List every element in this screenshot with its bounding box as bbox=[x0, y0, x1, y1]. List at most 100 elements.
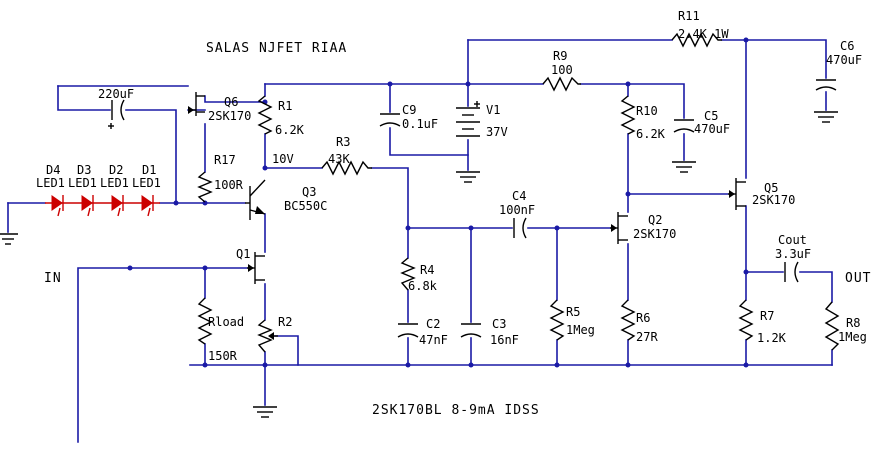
battery-v1 bbox=[456, 101, 480, 137]
ground-v1 bbox=[456, 171, 480, 183]
rload-value: 150R bbox=[208, 349, 238, 363]
c6-value: 470uF bbox=[826, 53, 862, 67]
c5-value: 470uF bbox=[694, 122, 730, 136]
r6-name: R6 bbox=[636, 311, 650, 325]
led-d4 bbox=[51, 195, 64, 217]
wires bbox=[7, 39, 833, 443]
resistor-r1 bbox=[257, 95, 273, 135]
capacitor-cout bbox=[784, 261, 799, 283]
ground-main bbox=[253, 406, 277, 418]
r1-name: R1 bbox=[278, 99, 292, 113]
d4-name: D4 bbox=[46, 163, 60, 177]
d1-name: D1 bbox=[142, 163, 156, 177]
q2-name: Q2 bbox=[648, 213, 662, 227]
resistor-r6 bbox=[620, 299, 636, 341]
led-d2 bbox=[111, 195, 124, 217]
resistor-r8 bbox=[824, 301, 840, 351]
jfet-q2 bbox=[610, 212, 628, 244]
resistor-rload bbox=[197, 297, 213, 345]
c3-value: 16nF bbox=[490, 333, 519, 347]
r7-value: 1.2K bbox=[757, 331, 787, 345]
ground-leds bbox=[0, 233, 18, 245]
r17-value: 100R bbox=[214, 178, 244, 192]
c9-name: C9 bbox=[402, 103, 416, 117]
resistor-r5 bbox=[549, 299, 565, 341]
d1-value: LED1 bbox=[132, 176, 161, 190]
led-chain bbox=[45, 195, 160, 217]
r9-name: R9 bbox=[553, 49, 567, 63]
r8-name: R8 bbox=[846, 316, 860, 330]
schematic-title: SALAS NJFET RIAA bbox=[206, 41, 347, 56]
d4-value: LED1 bbox=[36, 176, 65, 190]
bjt-q3 bbox=[245, 179, 266, 220]
r6-value: 27R bbox=[636, 330, 658, 344]
q1-name: Q1 bbox=[236, 247, 250, 261]
capacitor-c3 bbox=[460, 323, 482, 338]
ground-c5 bbox=[672, 161, 696, 173]
capacitor-c5 bbox=[673, 119, 695, 133]
v1-name: V1 bbox=[486, 103, 500, 117]
resistor-r9 bbox=[542, 76, 581, 92]
r11-value: 2.4K 1W bbox=[678, 27, 729, 41]
resistor-r17 bbox=[197, 171, 213, 203]
q2-value: 2SK170 bbox=[633, 227, 676, 241]
capacitor-c4 bbox=[513, 217, 527, 239]
r5-name: R5 bbox=[566, 305, 580, 319]
schematic-footer-note: 2SK170BL 8-9mA IDSS bbox=[372, 403, 540, 418]
q3-value: BC550C bbox=[284, 199, 327, 213]
resistor-r4 bbox=[400, 257, 416, 291]
c9-value: 0.1uF bbox=[402, 117, 438, 131]
r17-name: R17 bbox=[214, 153, 236, 167]
c2-value: 47nF bbox=[419, 333, 448, 347]
ground-c6 bbox=[814, 111, 838, 123]
resistor-r11 bbox=[671, 32, 722, 48]
c6-name: C6 bbox=[840, 39, 854, 53]
jfet-q6 bbox=[188, 92, 205, 116]
r4-value: 6.8k bbox=[408, 279, 438, 293]
d3-name: D3 bbox=[77, 163, 91, 177]
r10-name: R10 bbox=[636, 104, 658, 118]
cin-value: 220uF bbox=[98, 87, 134, 101]
led-d1 bbox=[141, 195, 154, 217]
v1-value: 37V bbox=[486, 125, 508, 139]
rload-name: Rload bbox=[208, 315, 244, 329]
d2-name: D2 bbox=[109, 163, 123, 177]
q5-value: 2SK170 bbox=[752, 193, 795, 207]
led-d3 bbox=[81, 195, 94, 217]
q5-name: Q5 bbox=[764, 181, 778, 195]
r3-name: R3 bbox=[336, 135, 350, 149]
resistor-r7 bbox=[738, 299, 754, 341]
r2-name: R2 bbox=[278, 315, 292, 329]
c2-name: C2 bbox=[426, 317, 440, 331]
d2-value: LED1 bbox=[100, 176, 129, 190]
capacitor-c9 bbox=[379, 113, 401, 127]
r4-name: R4 bbox=[420, 263, 434, 277]
potentiometer-r2 bbox=[257, 319, 278, 353]
q6-name: Q6 bbox=[224, 95, 238, 109]
r5-value: 1Meg bbox=[566, 323, 595, 337]
r11-name: R11 bbox=[678, 9, 700, 23]
capacitor-c2 bbox=[397, 323, 419, 338]
c3-name: C3 bbox=[492, 317, 506, 331]
c4-value: 100nF bbox=[499, 203, 535, 217]
c5-name: C5 bbox=[704, 109, 718, 123]
resistor-r3 bbox=[321, 160, 372, 176]
output-label: OUT bbox=[845, 271, 871, 286]
jfet-q5 bbox=[728, 178, 746, 210]
capacitor-c6 bbox=[815, 79, 837, 91]
q3-name: Q3 bbox=[302, 185, 316, 199]
node-10v-label: 10V bbox=[272, 152, 294, 166]
jfet-q1 bbox=[247, 252, 265, 284]
r3-value: 43K bbox=[328, 152, 350, 166]
r10-value: 6.2K bbox=[636, 127, 666, 141]
q6-value: 2SK170 bbox=[208, 109, 251, 123]
input-label: IN bbox=[44, 271, 62, 286]
junction-dots bbox=[127, 37, 749, 368]
c4-name: C4 bbox=[512, 189, 526, 203]
capacitor-c-in bbox=[108, 99, 125, 129]
cout-value: 3.3uF bbox=[775, 247, 811, 261]
cout-name: Cout bbox=[778, 233, 807, 247]
r9-value: 100 bbox=[551, 63, 573, 77]
